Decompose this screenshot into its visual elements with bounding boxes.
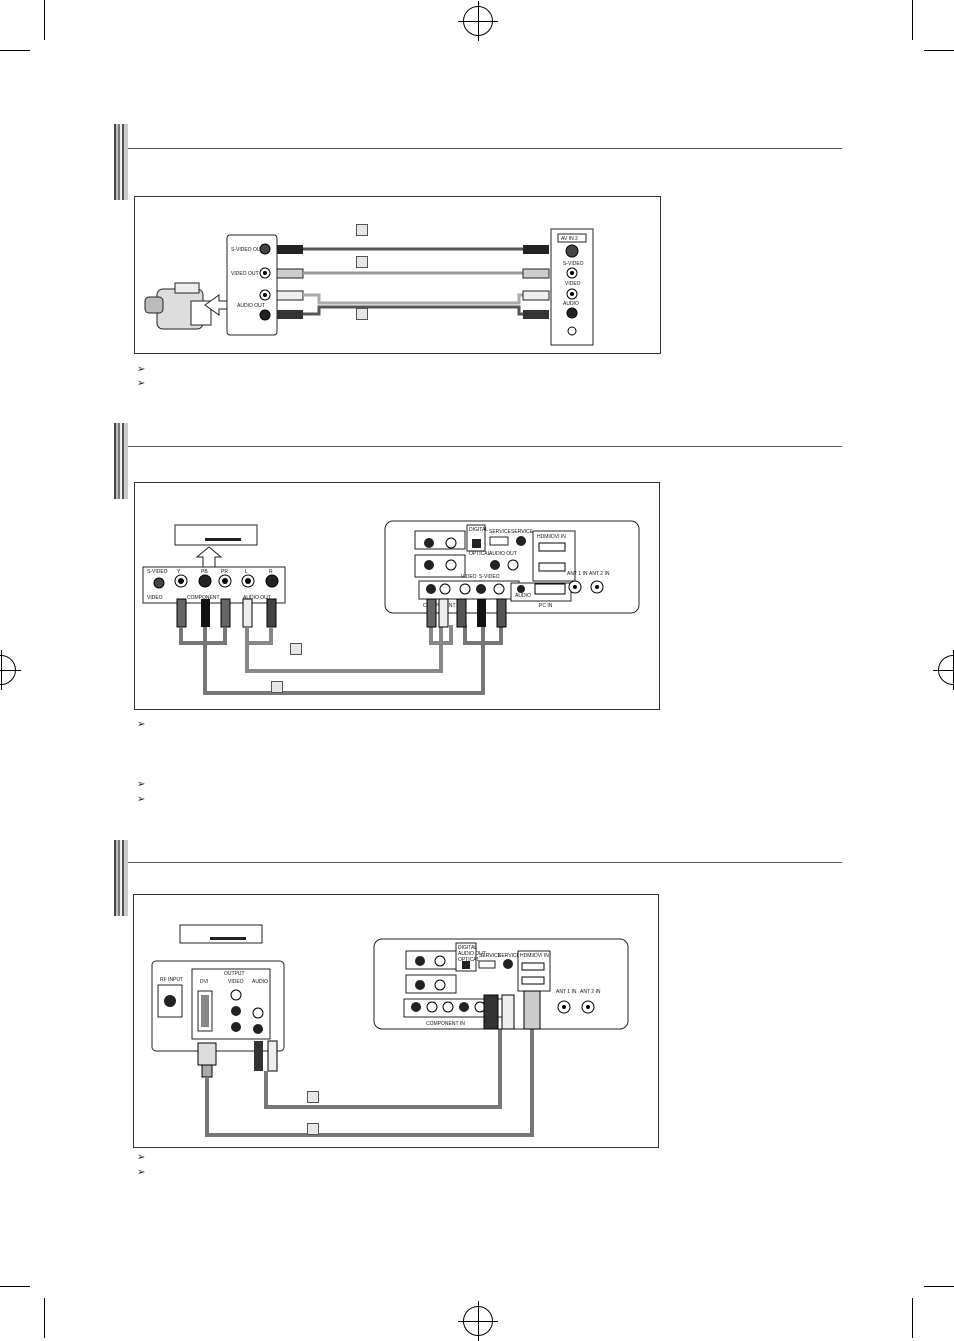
dvi-connection-diagram: RF INPUT OUTPUT DVI VIDEO AUDIO DIGITAL …	[133, 894, 659, 1148]
player-pb-label: PB	[201, 569, 208, 575]
av-in-2-label: AV IN 2	[561, 236, 578, 242]
video-out-label: VIDEO OUT	[231, 271, 259, 277]
step-marker	[356, 308, 368, 320]
tv-audio-out-label: AUDIO OUT	[489, 551, 517, 557]
section-bar	[114, 423, 128, 499]
camcorder-icon	[144, 282, 212, 330]
tv-ant2-label: ANT 2 IN	[589, 571, 610, 577]
tv-digital-label: DIGITAL	[469, 527, 488, 533]
svideo-label: S-VIDEO	[563, 261, 584, 267]
tv-pc-in-label: PC IN	[539, 603, 553, 609]
video-label: VIDEO	[565, 281, 581, 287]
note-arrow-icon: ➢	[137, 1152, 146, 1163]
note-arrow-icon: ➢	[137, 794, 146, 805]
crop-mark	[924, 1286, 954, 1287]
dvd-component-connection-diagram: S-VIDEO Y PB PR L R VIDEO COMPONENT AUDI…	[134, 482, 660, 710]
svideo-out-label: S-VIDEO OUT	[231, 247, 264, 253]
output-label: OUTPUT	[224, 971, 245, 977]
step-marker	[290, 643, 302, 655]
tv-service-label: SERVICE	[489, 529, 512, 535]
tv-service-label: SERVICE	[479, 953, 502, 959]
rf-input-label: RF INPUT	[160, 977, 183, 983]
section-rule	[128, 148, 842, 149]
tv-ant2-label: ANT 2 IN	[580, 989, 601, 995]
step-marker	[356, 224, 368, 236]
audio-label: AUDIO	[563, 301, 579, 307]
audio-label: AUDIO	[252, 979, 268, 985]
note-arrow-icon: ➢	[137, 378, 146, 389]
player-component-label: COMPONENT	[187, 595, 220, 601]
player-video-label: VIDEO	[147, 595, 163, 601]
tv-optical-label: OPTICAL	[469, 551, 491, 557]
player-svideo-label: S-VIDEO	[147, 569, 168, 575]
note-bullet: ➢	[137, 376, 145, 391]
tv-audio-out-label: AUDIO OUT	[458, 951, 486, 957]
player-l-label: L	[245, 569, 248, 575]
note-arrow-icon: ➢	[137, 364, 146, 375]
note-bullet: ➢	[137, 717, 145, 732]
dvd-player-icon	[179, 924, 263, 944]
tv-ant1-label: ANT 1 IN	[567, 571, 588, 577]
step-marker	[307, 1123, 319, 1135]
player-r-label: R	[269, 569, 273, 575]
crop-mark	[912, 0, 913, 40]
note-bullet: ➢	[137, 1165, 145, 1180]
crop-mark	[912, 1298, 913, 1338]
registration-mark	[933, 650, 954, 690]
tv-video-label: VIDEO	[461, 574, 477, 580]
crop-mark	[0, 50, 30, 51]
registration-mark	[458, 1301, 498, 1341]
section-rule	[128, 862, 842, 863]
player-audio-out-label: AUDIO OUT	[243, 595, 271, 601]
note-bullet: ➢	[137, 362, 145, 377]
note-bullet: ➢	[137, 792, 145, 807]
crop-mark	[924, 50, 954, 51]
camcorder-connection-diagram: S-VIDEO OUT VIDEO OUT AUDIO OUT AV IN 2 …	[134, 196, 661, 354]
tv-hdmi-label: HDMI/DVI IN	[537, 534, 566, 540]
note-arrow-icon: ➢	[137, 1167, 146, 1178]
tv-svideo-label: S-VIDEO	[479, 574, 500, 580]
crop-mark	[44, 1298, 45, 1338]
step-marker	[307, 1091, 319, 1103]
note-bullet: ➢	[137, 1150, 145, 1165]
tv-service-2-label: SERVICE	[498, 953, 521, 959]
registration-mark	[458, 1, 498, 41]
tv-component-in-label: COMPONENT IN	[426, 1021, 465, 1027]
player-y-label: Y	[177, 569, 181, 575]
crop-mark	[44, 0, 45, 40]
tv-ant1-label: ANT 1 IN	[556, 989, 577, 995]
audio-out-label: AUDIO OUT	[237, 303, 265, 309]
note-arrow-icon: ➢	[137, 779, 146, 790]
crop-mark	[0, 1286, 30, 1287]
dvi-label: DVI	[200, 979, 208, 985]
tv-optical-label: OPTICAL	[458, 957, 480, 963]
dvd-player-icon	[174, 524, 258, 546]
video-label: VIDEO	[228, 979, 244, 985]
tv-service-2-label: SERVICE	[511, 529, 534, 535]
note-arrow-icon: ➢	[137, 719, 146, 730]
tv-hdmi-label: HDMI/DVI IN	[520, 953, 549, 959]
section-bar	[114, 124, 128, 200]
section-rule	[128, 446, 842, 447]
player-pr-label: PR	[221, 569, 228, 575]
note-bullet: ➢	[137, 777, 145, 792]
tv-digital-label: DIGITAL	[458, 945, 477, 951]
tv-audio-label: AUDIO	[515, 593, 531, 599]
section-bar	[114, 840, 128, 916]
registration-mark	[0, 650, 21, 690]
step-marker	[271, 681, 283, 693]
step-marker	[356, 256, 368, 268]
